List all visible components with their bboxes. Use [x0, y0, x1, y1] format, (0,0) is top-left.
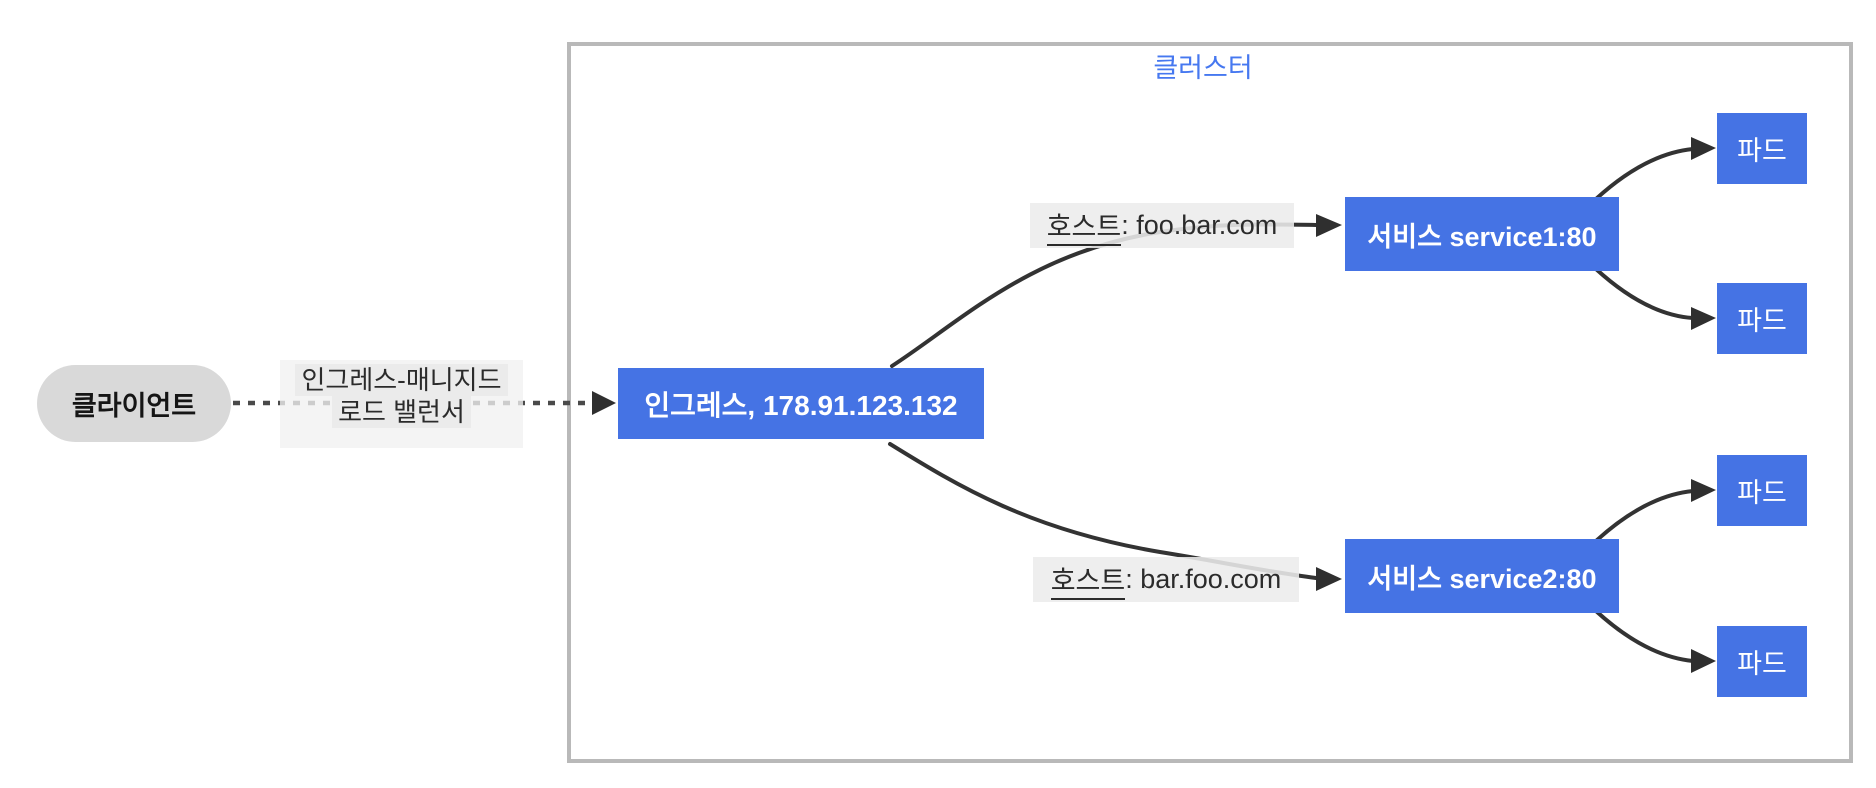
load-balancer-label-line2: 로드 밸런서	[332, 396, 471, 428]
service2-node: 서비스 service2:80	[1345, 539, 1619, 613]
host-label-bar-foo-com: 호스트: bar.foo.com	[1033, 557, 1299, 602]
service1-to-pod2-edge	[1594, 267, 1716, 330]
ingress-node: 인그레스, 178.91.123.132	[618, 368, 984, 439]
cluster-label: 클러스터	[1153, 52, 1253, 83]
host-label-prefix: 호스트	[1050, 559, 1126, 600]
pod-node: 파드	[1717, 283, 1807, 354]
service2-to-pod3-edge	[1594, 479, 1716, 543]
client-node: 클라이언트	[37, 365, 231, 442]
pod-node: 파드	[1717, 113, 1807, 184]
service2-to-pod4-edge	[1594, 609, 1716, 673]
service1-node: 서비스 service1:80	[1345, 197, 1619, 271]
load-balancer-label-line1: 인그레스-매니지드	[295, 364, 508, 396]
client-to-ingress-arrow	[233, 391, 616, 415]
pod-node: 파드	[1717, 626, 1807, 697]
pod-node: 파드	[1717, 455, 1807, 526]
host-label-prefix: 호스트	[1046, 205, 1122, 246]
service1-to-pod1-edge	[1594, 137, 1716, 201]
host-label-foo-bar-com: 호스트: foo.bar.com	[1030, 203, 1294, 248]
host-label-value: : foo.bar.com	[1121, 210, 1278, 240]
load-balancer-label: 인그레스-매니지드 로드 밸런서	[280, 360, 523, 448]
host-label-value: : bar.foo.com	[1125, 564, 1282, 594]
